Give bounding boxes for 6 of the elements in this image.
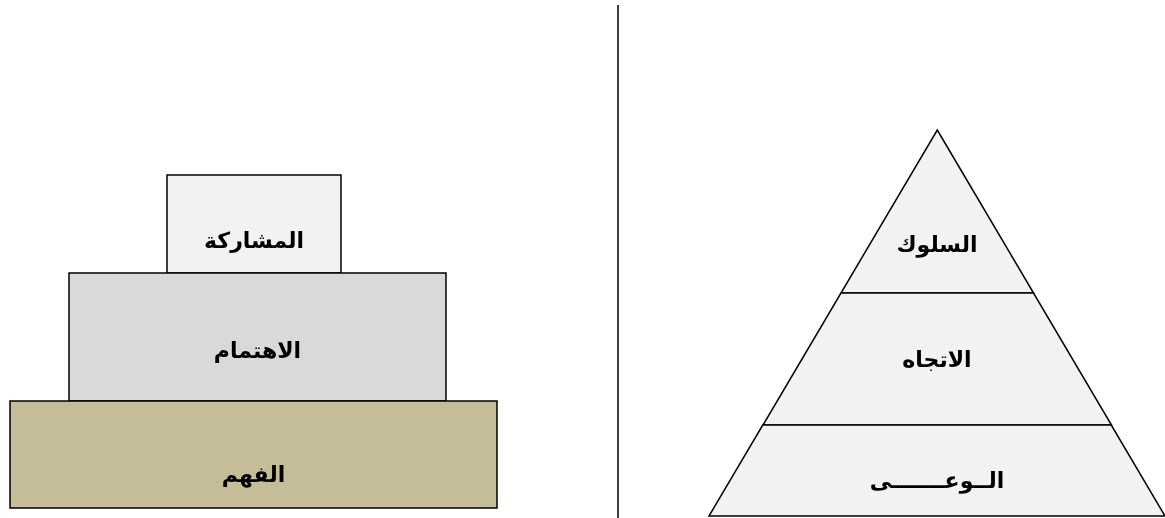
level-label: الاهتمام [213,337,302,363]
level-label: الــوعـــــــى [869,467,1005,493]
level-label: الاتجاه [902,346,972,372]
level-label: السلوك [896,231,978,257]
level-label: المشاركة [204,227,304,253]
level-label: الفهم [221,461,286,487]
